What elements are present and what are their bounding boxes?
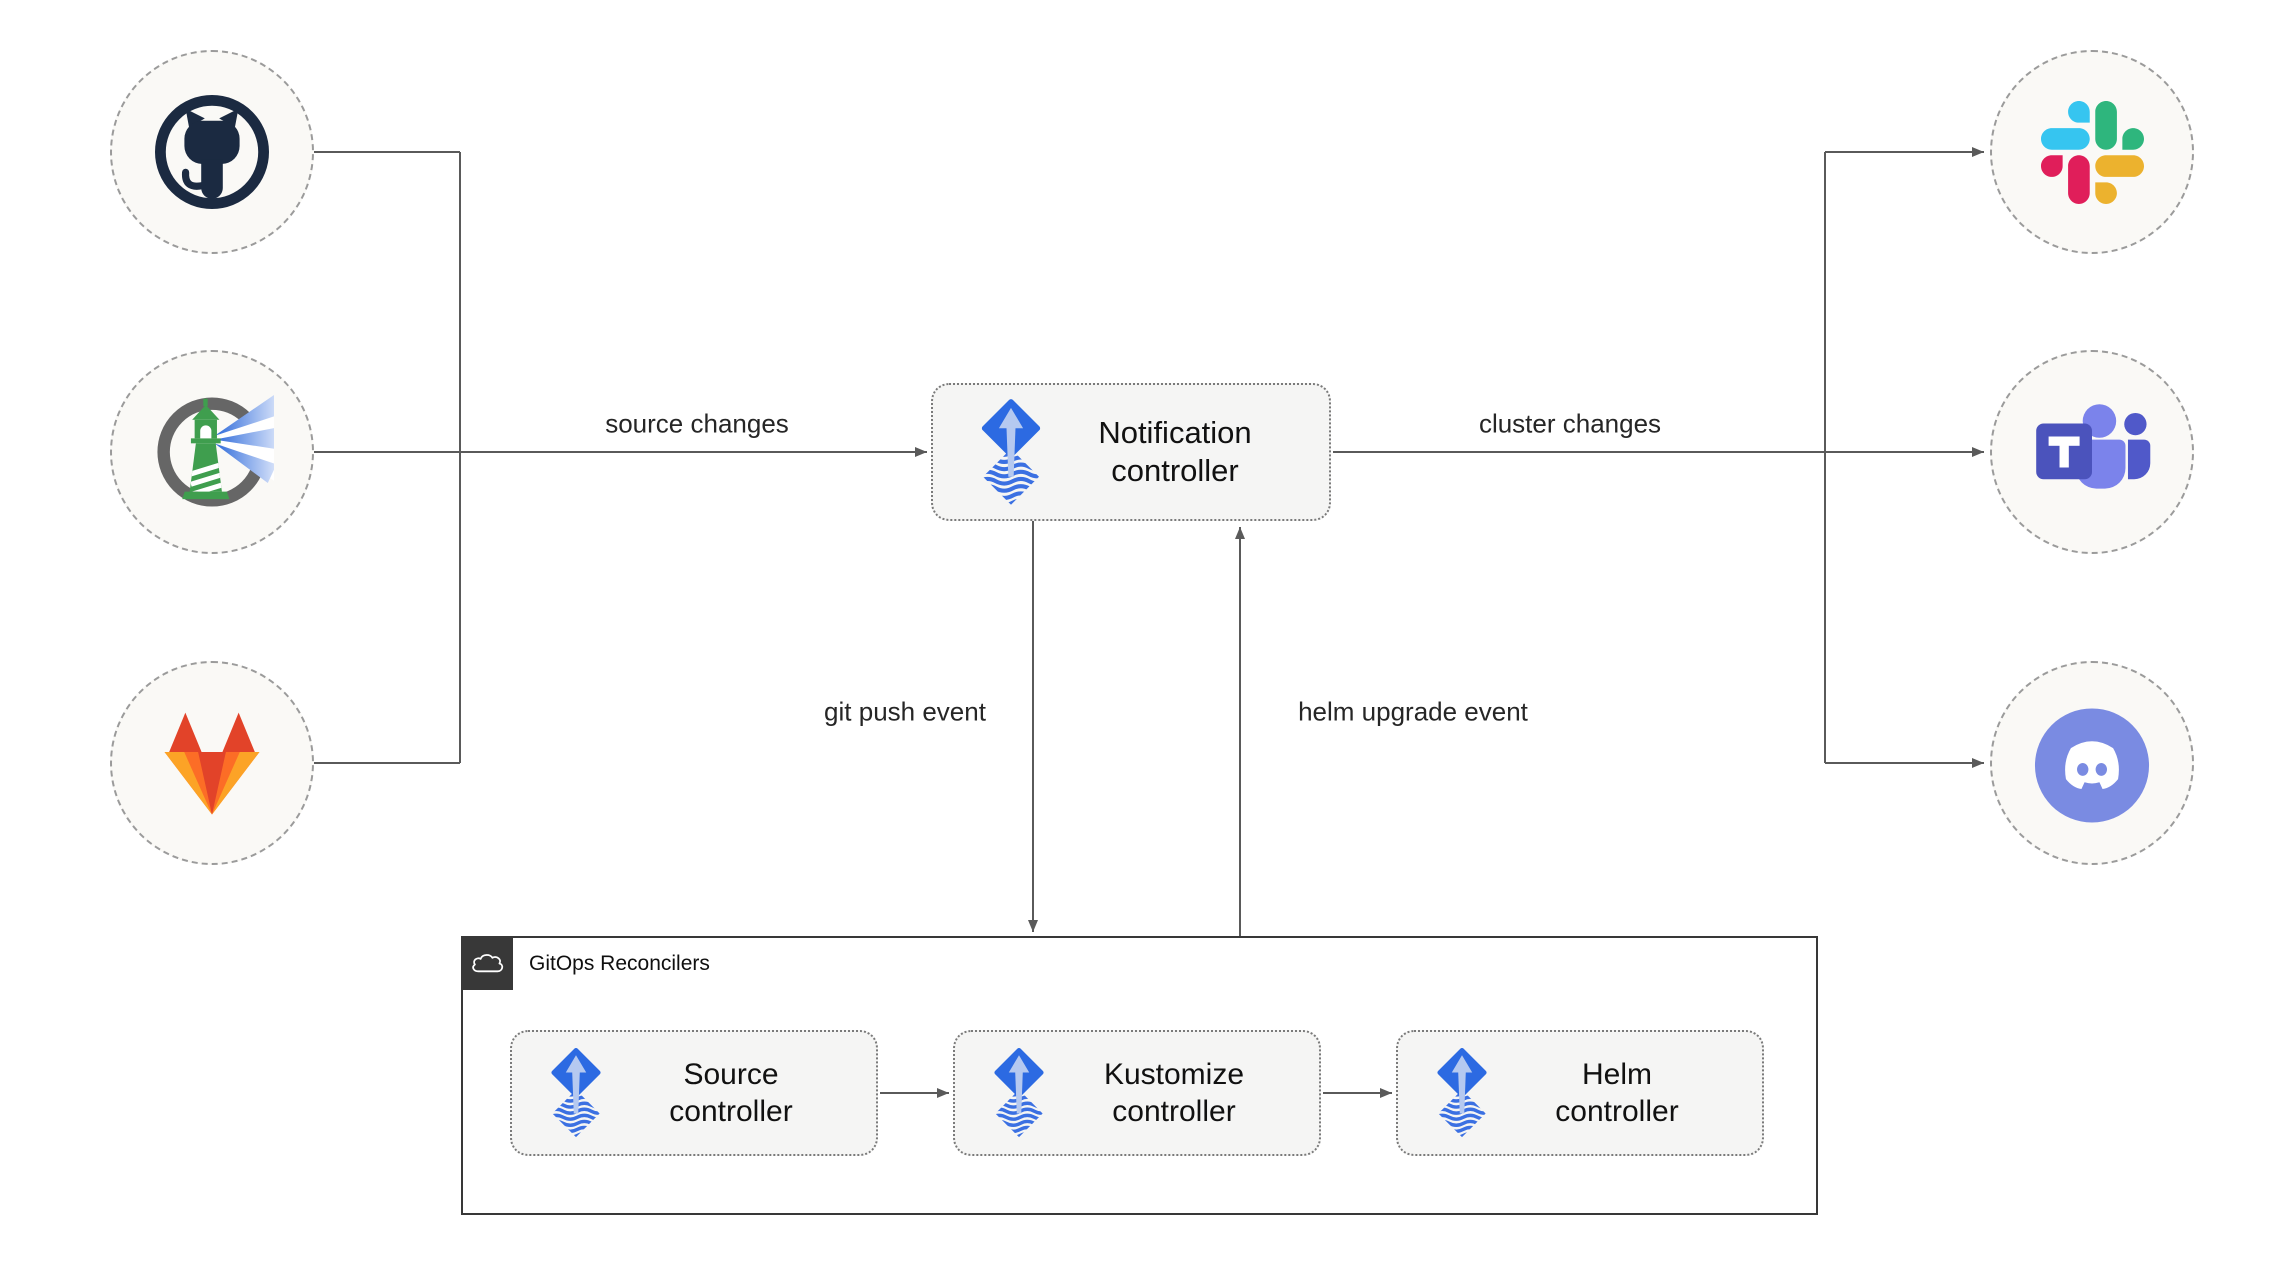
gitops-reconcilers-title: GitOps Reconcilers: [529, 952, 710, 975]
source-node-harbor: [110, 350, 314, 554]
harbor-icon: [150, 390, 274, 514]
receiver-node-slack: [1990, 50, 2194, 254]
receiver-node-teams: [1990, 350, 2194, 554]
edge-label-cluster-changes: cluster changes: [1478, 408, 1662, 439]
flux-icon: [544, 1047, 608, 1139]
slack-icon: [2041, 101, 2144, 204]
flux-icon: [1430, 1047, 1494, 1139]
gitops-reconcilers-tab: [461, 936, 513, 990]
notification-controller-label: Notification controller: [1098, 414, 1252, 488]
cloud-icon: [469, 950, 505, 977]
kustomize-controller-label: Kustomize controller: [1103, 1057, 1245, 1128]
helm-controller-node: Helm controller: [1396, 1030, 1764, 1156]
github-icon: [152, 92, 272, 212]
receiver-node-discord: [1990, 661, 2194, 865]
source-node-github: [110, 50, 314, 254]
flux-icon: [973, 398, 1049, 507]
gitlab-icon: [154, 708, 270, 818]
discord-icon: [2030, 701, 2154, 825]
source-controller-label: Source controller: [669, 1057, 793, 1128]
edge-label-helm-upgrade-event: helm upgrade event: [1298, 696, 1528, 727]
source-controller-node: Source controller: [510, 1030, 878, 1156]
notification-controller-node: Notification controller: [931, 383, 1331, 521]
edge-label-source-changes: source changes: [605, 408, 789, 439]
teams-icon: [2030, 390, 2154, 514]
source-node-gitlab: [110, 661, 314, 865]
kustomize-controller-node: Kustomize controller: [953, 1030, 1321, 1156]
edge-label-git-push-event: git push event: [824, 696, 986, 727]
helm-controller-label: Helm controller: [1555, 1057, 1679, 1128]
flux-icon: [987, 1047, 1051, 1139]
gitops-reconcilers-container: GitOps Reconcilers: [461, 936, 1818, 1215]
